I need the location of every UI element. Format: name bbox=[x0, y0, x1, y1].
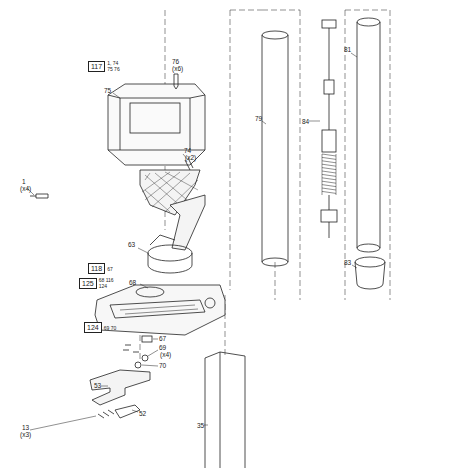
kit-contents: 1, 74 75 76 bbox=[107, 60, 123, 72]
callout-number: 74 bbox=[184, 147, 191, 154]
callout-number: 68 bbox=[129, 279, 136, 286]
callout-number: (x6) bbox=[172, 65, 183, 72]
kit-callout-box: 1171, 74 75 76 bbox=[88, 60, 123, 72]
callout-number: 13 bbox=[22, 424, 29, 431]
callout-number: 70 bbox=[159, 362, 166, 369]
callout-number: 76 bbox=[172, 58, 179, 65]
callout-number: 35 bbox=[197, 422, 204, 429]
kit-number: 117 bbox=[88, 61, 105, 72]
callout-number: (x4) bbox=[20, 185, 31, 192]
callout-number: 83 bbox=[344, 259, 351, 266]
callout-number: (x4) bbox=[160, 351, 171, 358]
kit-callout-box: 12469 70 bbox=[84, 322, 116, 333]
kit-callout-box: 11867 bbox=[88, 263, 113, 274]
callout-number: 84 bbox=[302, 118, 309, 125]
callout-number: (x2) bbox=[185, 154, 196, 161]
callout-number: 81 bbox=[344, 46, 351, 53]
kit-contents: 67 bbox=[107, 266, 113, 272]
kit-number: 124 bbox=[84, 322, 102, 333]
callout-number: 75 bbox=[104, 87, 111, 94]
callout-number: 1 bbox=[22, 178, 26, 185]
kit-number: 125 bbox=[79, 278, 97, 289]
callout-number: 53 bbox=[94, 382, 101, 389]
kit-contents: 69 70 bbox=[104, 325, 117, 331]
kit-contents: 68 116 124 bbox=[99, 277, 115, 289]
kit-callout-box: 12568 116 124 bbox=[79, 277, 115, 289]
callout-number: 67 bbox=[159, 335, 166, 342]
callout-number: 52 bbox=[139, 410, 146, 417]
callout-number: (x3) bbox=[20, 431, 31, 438]
callout-number: 63 bbox=[128, 241, 135, 248]
callout-number: 69 bbox=[159, 344, 166, 351]
callout-number: 79 bbox=[255, 115, 262, 122]
kit-number: 118 bbox=[88, 263, 105, 274]
